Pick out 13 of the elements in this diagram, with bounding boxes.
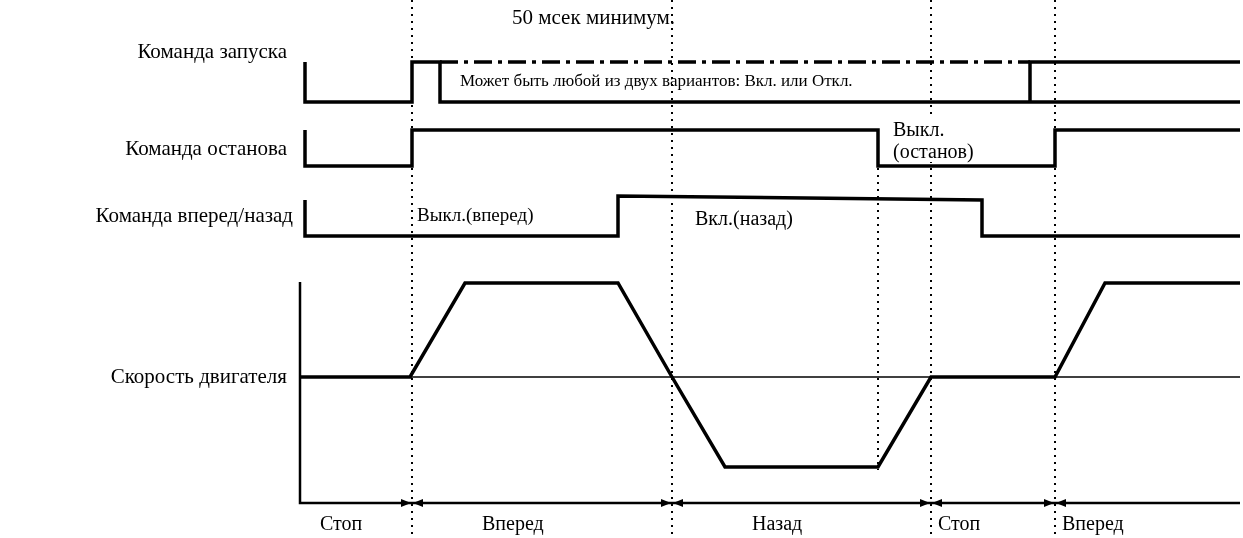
signal-label: Скорость двигателя — [110, 365, 287, 389]
period-label: Назад — [752, 512, 803, 534]
note: 50 мсек минимум. — [512, 6, 675, 30]
period-label: Стоп — [320, 512, 363, 534]
signal-label: Команда запуска — [137, 40, 287, 64]
period-label: Вперед — [1062, 512, 1124, 534]
signal-label: Команда вперед/назад — [95, 204, 293, 228]
state-label: Выкл.(вперед) — [417, 205, 534, 226]
period-label: Вперед — [482, 512, 544, 534]
period-label: Стоп — [938, 512, 981, 534]
signal-label: Команда останова — [125, 137, 287, 161]
note: Может быть любой из двух вариантов: Вкл. или Откл. — [460, 72, 853, 91]
state-label: Вкл.(назад) — [695, 207, 793, 229]
